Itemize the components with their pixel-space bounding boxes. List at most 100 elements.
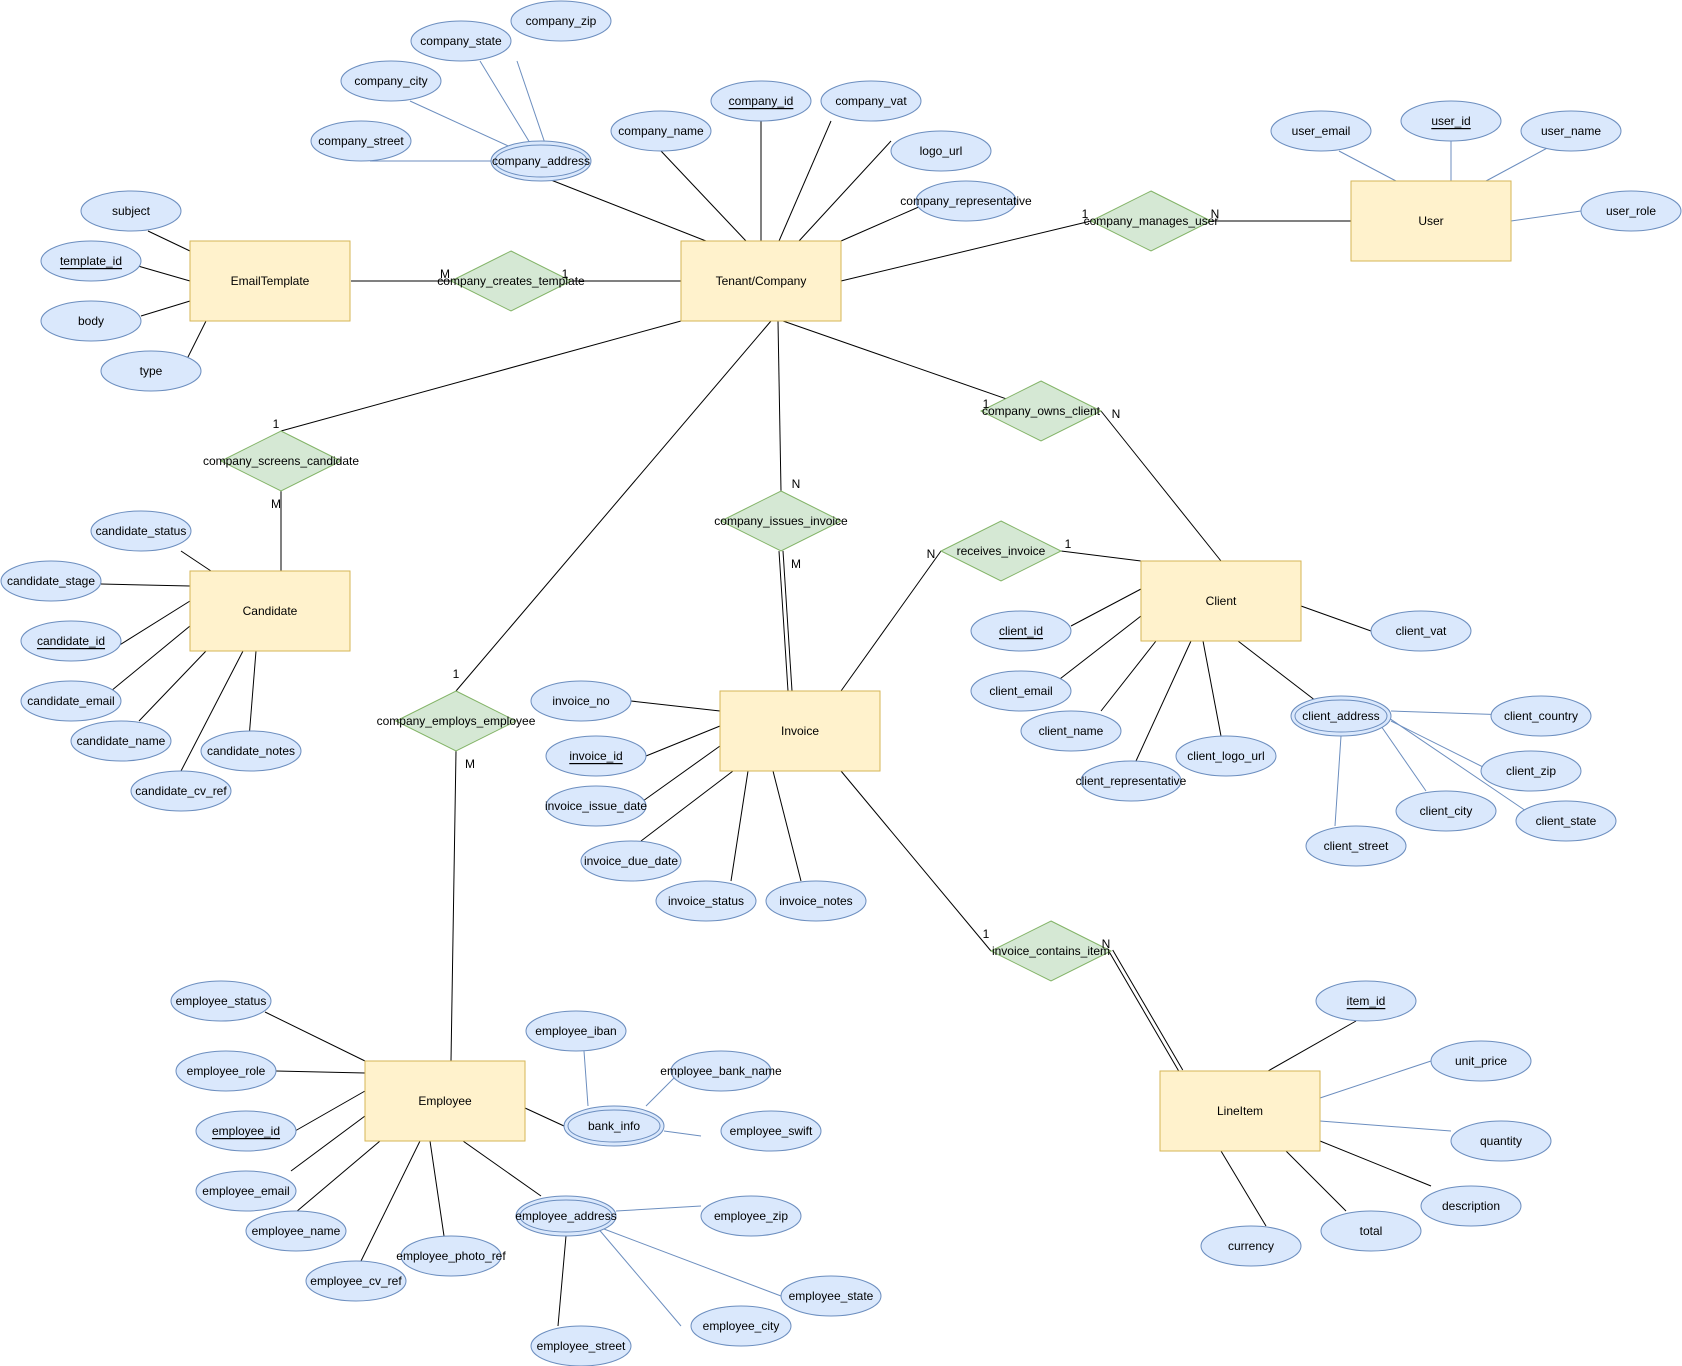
connector-line [1060,550,1142,562]
cardinality-label: N [1102,937,1111,951]
attribute-body: body [40,300,142,342]
cardinality-label: 1 [453,667,460,681]
attribute-client-representative: client_representative [1076,760,1187,802]
connector-line [595,1225,782,1297]
attribute-employee-role: employee_role [175,1050,277,1092]
connector-line [462,1140,542,1197]
cardinality-label: M [791,557,801,571]
connector-line [615,1205,702,1212]
attribute-shape [410,20,512,62]
attribute-client-city: client_city [1395,790,1497,832]
entity-label: Tenant/Company [716,274,807,288]
attribute-company-representative: company_representative [900,180,1032,222]
attribute-shape [970,610,1072,652]
attribute-shape [1200,1225,1302,1267]
connector-line [730,770,749,882]
attribute-employee-photo-ref: employee_photo_ref [396,1235,506,1277]
connector-line [147,230,191,252]
connector-line [645,1075,677,1107]
attribute-shape [515,1195,617,1237]
attribute-shape [915,180,1017,222]
attribute-label: company_vat [835,94,907,108]
entity-employee: Employee [364,1060,526,1142]
connector-line [840,205,922,242]
connector-line [772,770,802,882]
connector-line [1510,210,1582,222]
attribute-invoice-notes: invoice_notes [765,880,867,922]
cardinality-label: 1 [983,397,990,411]
attribute-shape [890,130,992,172]
entity-label: Candidate [243,604,298,618]
attribute-shape [1270,110,1372,152]
attribute-bank-info: bank_info [563,1105,665,1147]
connector-line-total [778,551,789,692]
connector-line [778,120,832,242]
attribute-employee-id: employee_id [195,1110,297,1152]
attribute-shape [1175,735,1277,777]
attribute-label: subject [112,204,151,218]
entity-box [189,570,351,652]
relationship-diamond [989,920,1113,982]
attribute-label: user_email [1292,124,1351,138]
attribute-shape [1080,760,1182,802]
cardinality-label: 1 [1065,537,1072,551]
attribute-shape [170,980,272,1022]
connector-line [1300,605,1372,632]
connector-line [1390,720,1492,772]
attribute-label: company_street [318,134,404,148]
attribute-label: client_street [1324,839,1389,853]
attribute-label: employee_name [252,1224,341,1238]
relationship-company-manages-user: company_manages_user [1084,190,1218,252]
connector-line [1220,1150,1267,1227]
attribute-shape [1400,100,1502,142]
attribute-label: invoice_due_date [584,854,678,868]
connector-line [557,1235,567,1327]
attribute-user-role: user_role [1580,190,1682,232]
attribute-label: client_country [1504,709,1578,723]
entity-label: User [1418,214,1443,228]
attribute-shape [545,785,647,827]
attribute-shape [1020,710,1122,752]
cardinality-label: 1 [1082,207,1089,221]
attribute-candidate-status: candidate_status [90,510,192,552]
relationship-diamond [449,250,573,312]
attribute-shape [305,1260,407,1302]
attribute-shape [700,1195,802,1237]
entity-lineitem: LineItem [1159,1070,1321,1152]
attribute-shape [40,240,142,282]
attribute-shape [195,1170,297,1212]
attribute-label: client_name [1039,724,1104,738]
attribute-label: invoice_status [668,894,744,908]
attribute-shape [310,120,412,162]
cardinality-label: 1 [983,927,990,941]
attribute-shape [710,80,812,122]
connector-line [117,600,191,647]
attribute-shape [0,560,102,602]
attribute-label: company_id [729,94,794,108]
connector-line [1319,1120,1452,1132]
entity-label: EmailTemplate [231,274,310,288]
attribute-label: employee_status [176,994,267,1008]
attribute-company-city: company_city [340,60,442,102]
relationship-label: company_owns_client [982,404,1101,418]
attribute-label: bank_info [588,1119,640,1133]
relationship-label: company_employs_employee [377,714,536,728]
attribute-shape [525,1010,627,1052]
entity-box [680,240,842,322]
relationship-company-screens-candidate: company_screens_candidate [203,430,359,492]
connector-line [1135,640,1192,762]
attribute-shape [1420,1185,1522,1227]
attribute-shape [530,1325,632,1366]
connector-line [524,1107,565,1127]
connector-line [280,320,682,432]
cardinality-label: M [271,497,281,511]
attribute-label: body [78,314,104,328]
attribute-subject: subject [80,190,182,232]
attribute-company-vat: company_vat [820,80,922,122]
attribute-shape [400,1235,502,1277]
connector-line [645,725,721,757]
entity-box [1159,1070,1321,1152]
attribute-label: invoice_no [552,694,610,708]
cardinality-label: 1 [273,417,280,431]
